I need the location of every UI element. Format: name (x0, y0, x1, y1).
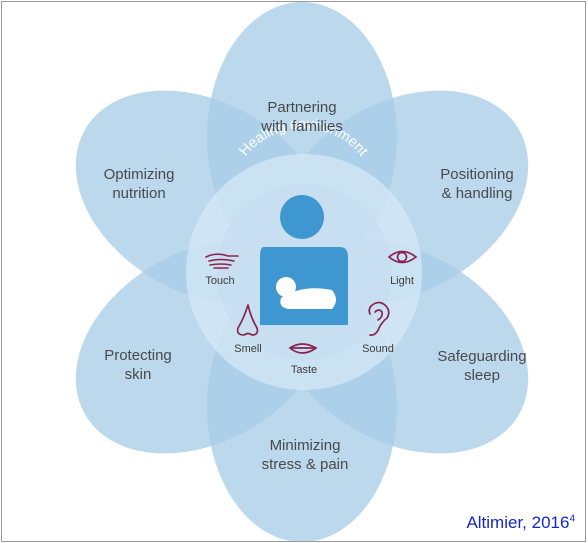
taste-icon (288, 343, 318, 354)
baby-head (276, 277, 296, 297)
citation: Altimier, 20164 (466, 513, 575, 533)
smell-icon (236, 304, 259, 336)
light-icon (387, 250, 418, 264)
parent-baby-figure (260, 195, 348, 325)
sense-label-taste: Taste (290, 364, 318, 376)
sense-label-smell: Smell (234, 343, 262, 355)
sense-label-light: Light (390, 275, 414, 287)
petal-label-minimizing: Minimizing stress & pain (261, 437, 349, 473)
petal-label-protecting: Protecting skin (104, 347, 172, 383)
parent-head (280, 195, 324, 239)
petal-label-optimizing: Optimizing nutrition (103, 166, 175, 202)
sense-label-touch: Touch (205, 275, 235, 287)
sound-icon (368, 301, 390, 336)
petal-label-safeguarding: Safeguarding sleep (437, 348, 527, 384)
petal-label-partnering: Partnering with families (261, 99, 343, 135)
touch-icon (205, 253, 239, 269)
citation-text: Altimier, 2016 (466, 513, 570, 532)
baby-body (280, 288, 336, 309)
parent-body (260, 247, 348, 325)
citation-superscript: 4 (569, 513, 575, 525)
petal-label-positioning: Positioning & handling (440, 166, 514, 202)
sense-label-sound: Sound (362, 343, 394, 355)
